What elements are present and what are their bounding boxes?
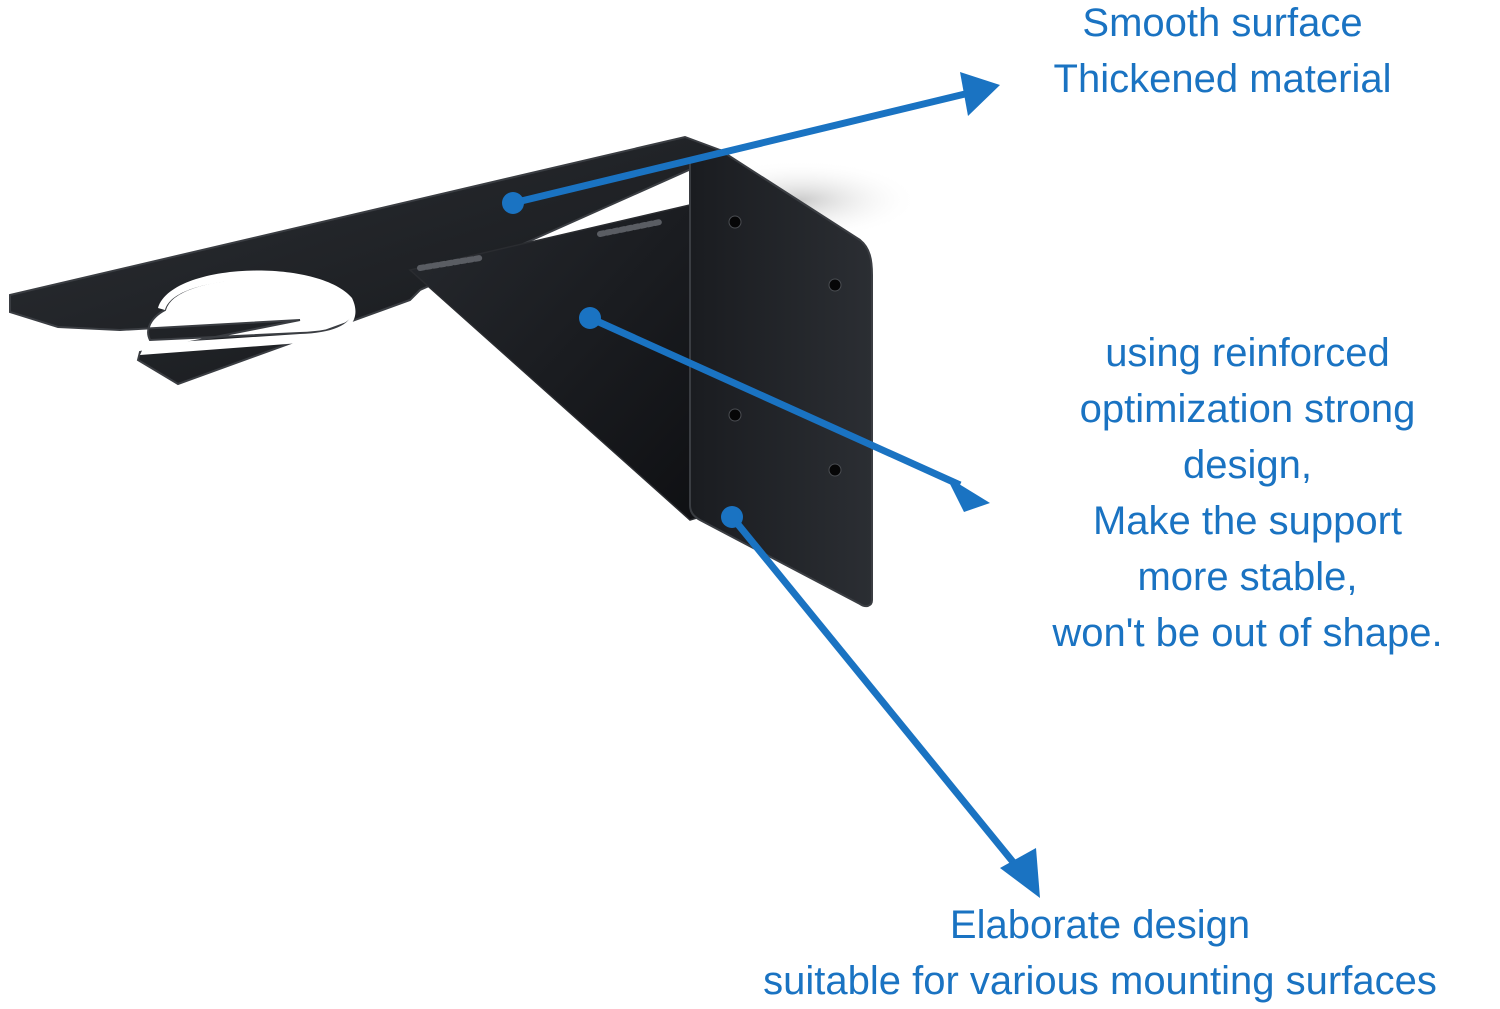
callout-line: design, bbox=[1183, 443, 1312, 487]
mounting-hole-3 bbox=[728, 408, 742, 422]
callout-surface-material: Smooth surface Thickened material bbox=[1015, 0, 1430, 107]
callout-line: Thickened material bbox=[1053, 57, 1392, 101]
callout-line: Make the support bbox=[1092, 499, 1403, 543]
callout-arrow-bottom bbox=[721, 506, 1040, 898]
callout-line: more stable, bbox=[1137, 555, 1358, 599]
callout-arrow-middle bbox=[579, 307, 990, 512]
callout-arrow-top bbox=[502, 72, 1000, 214]
mounting-hole-2 bbox=[828, 278, 842, 292]
weld-seam bbox=[417, 219, 663, 271]
callout-elaborate-design: Elaborate design suitable for various mo… bbox=[700, 897, 1500, 1009]
mounting-hole-1 bbox=[728, 215, 742, 229]
mounting-hole-4 bbox=[828, 463, 842, 477]
callout-line: suitable for various mounting surfaces bbox=[763, 959, 1437, 1003]
callout-line: Smooth surface bbox=[1082, 1, 1363, 45]
bracket bbox=[9, 135, 873, 608]
callout-line: won't be out of shape. bbox=[1052, 611, 1443, 655]
callout-line: using reinforced bbox=[1105, 331, 1390, 375]
callout-line: optimization strong bbox=[1079, 387, 1416, 431]
keyhole-slot bbox=[140, 270, 356, 355]
bracket-wall-plate bbox=[689, 148, 873, 608]
callout-reinforced-design: using reinforced optimization strong des… bbox=[1010, 325, 1485, 661]
callout-line: Elaborate design bbox=[949, 903, 1251, 947]
